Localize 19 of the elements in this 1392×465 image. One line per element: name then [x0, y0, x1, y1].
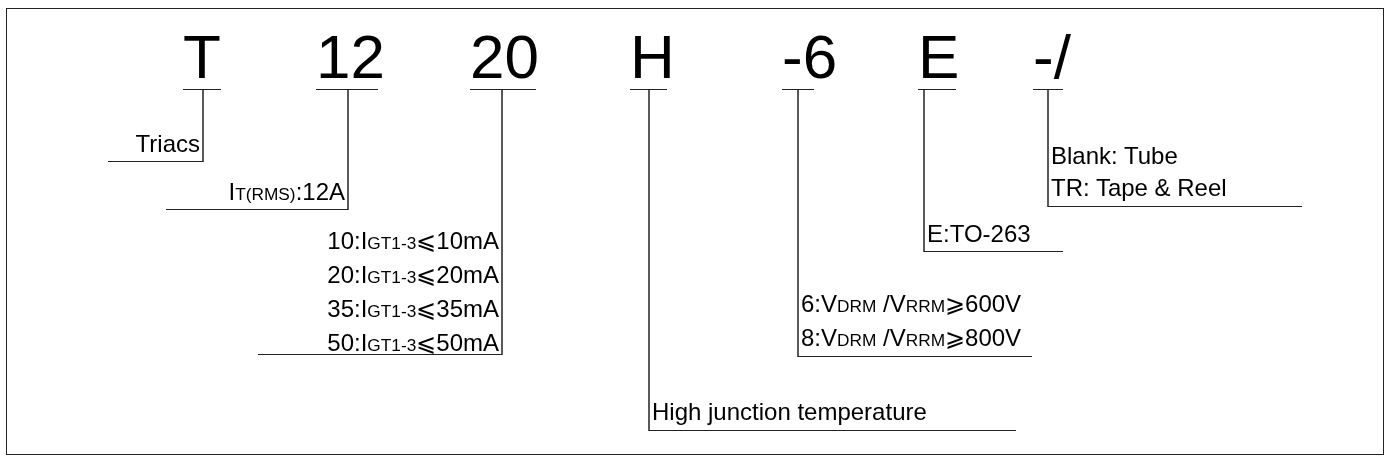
description-text: High junction temperature	[652, 397, 927, 427]
leader-line	[347, 89, 349, 211]
description-text: Triacs	[135, 129, 200, 159]
leader-line	[1047, 89, 1049, 208]
leader-line	[648, 89, 650, 432]
description-text: E:TO-263	[927, 219, 1031, 249]
code-character: 12	[316, 24, 385, 90]
code-character: E	[918, 24, 960, 90]
leader-line	[797, 89, 799, 358]
code-character: -/	[1033, 24, 1071, 90]
leader-line	[202, 89, 204, 163]
description-text: TR: Tape & Reel	[1051, 173, 1227, 203]
code-character: H	[630, 24, 675, 90]
leader-line	[501, 89, 503, 356]
code-character: 20	[470, 24, 539, 90]
description-text: Blank: Tube	[1051, 141, 1178, 171]
code-character: -6	[782, 24, 838, 90]
leader-line	[923, 89, 925, 253]
code-character: T	[183, 24, 221, 90]
